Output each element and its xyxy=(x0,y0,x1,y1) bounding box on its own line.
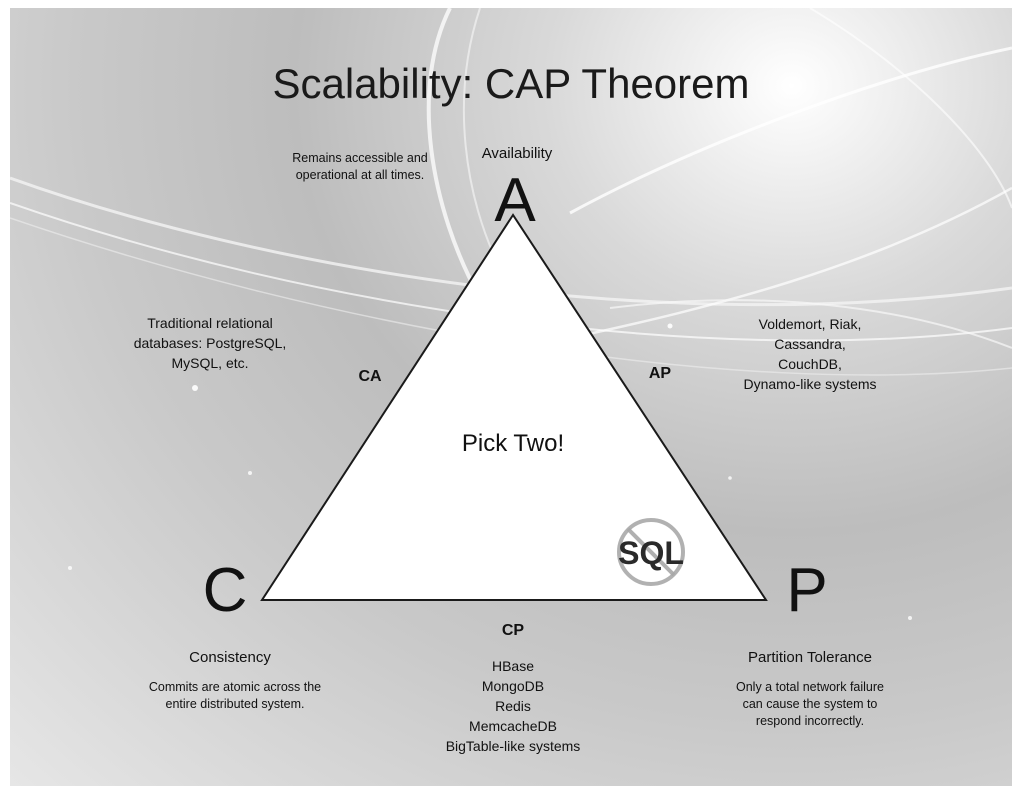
nosql-logo: SQL xyxy=(617,518,685,586)
vertex-a-letter: A xyxy=(494,166,536,235)
cap-triangle xyxy=(260,213,768,601)
ap-systems: Voldemort, Riak, Cassandra, CouchDB, Dyn… xyxy=(743,316,877,392)
nosql-logo-text: SQL xyxy=(618,535,684,571)
ap-label: AP xyxy=(648,365,672,382)
vertex-c-letter: C xyxy=(202,556,248,625)
cp-label: CP xyxy=(501,622,525,639)
availability-label: Availability xyxy=(481,145,553,162)
pick-two-text: Pick Two! xyxy=(461,430,565,457)
consistency-description: Commits are atomic across the entire dis… xyxy=(148,680,322,711)
consistency-label: Consistency xyxy=(189,649,271,666)
availability-description: Remains accessible and operational at al… xyxy=(292,151,428,182)
cp-systems: HBase MongoDB Redis MemcacheDB BigTable-… xyxy=(445,658,581,754)
partition-tolerance-label: Partition Tolerance xyxy=(748,649,872,666)
partition-tolerance-description: Only a total network failure can cause t… xyxy=(736,680,884,728)
ca-label: CA xyxy=(358,368,382,385)
cap-triangle-diagram: SQL xyxy=(260,213,768,601)
ca-systems: Traditional relational databases: Postgr… xyxy=(133,315,287,371)
slide-title: Scalability: CAP Theorem xyxy=(272,60,750,107)
slide: SQL Scalability: CAP Theorem Availabilit… xyxy=(10,8,1012,786)
vertex-p-letter: P xyxy=(786,556,828,625)
